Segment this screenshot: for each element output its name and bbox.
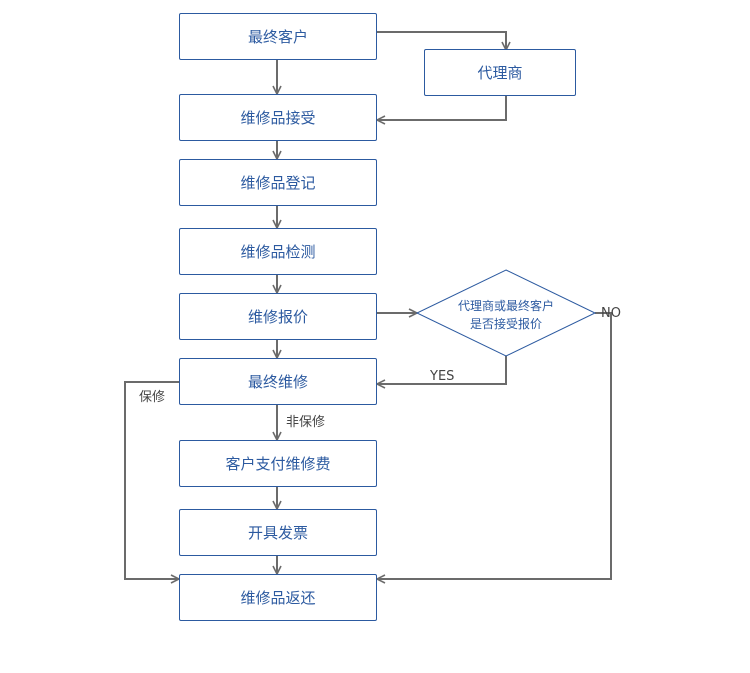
edge-warranty <box>124 381 179 579</box>
decision-text-line2: 是否接受报价 <box>469 317 542 331</box>
node-final-repair: 最终维修 <box>179 358 377 405</box>
label-no: NO <box>601 306 621 321</box>
label-non-warranty: 非保修 <box>286 415 326 430</box>
node-end-customer: 最终客户 <box>179 13 377 60</box>
node-repair-quote: 维修报价 <box>179 293 377 340</box>
edge-customer-to-agent <box>376 31 506 50</box>
label-yes: YES <box>430 369 455 384</box>
decision-diamond <box>415 269 597 357</box>
edge-agent-to-receive <box>377 96 507 120</box>
decision-text: 代理商或最终客户 是否接受报价 <box>420 297 592 333</box>
edge-decision-yes <box>377 356 507 384</box>
node-repair-received: 维修品接受 <box>179 94 377 141</box>
node-customer-pays: 客户支付维修费 <box>179 440 377 487</box>
decision-text-line1: 代理商或最终客户 <box>457 299 554 313</box>
node-repair-returned: 维修品返还 <box>179 574 377 621</box>
node-repair-inspected: 维修品检测 <box>179 228 377 275</box>
edge-decision-no <box>377 312 612 579</box>
node-invoice: 开具发票 <box>179 509 377 556</box>
node-agent: 代理商 <box>424 49 576 96</box>
label-warranty: 保修 <box>139 390 166 405</box>
node-repair-registered: 维修品登记 <box>179 159 377 206</box>
